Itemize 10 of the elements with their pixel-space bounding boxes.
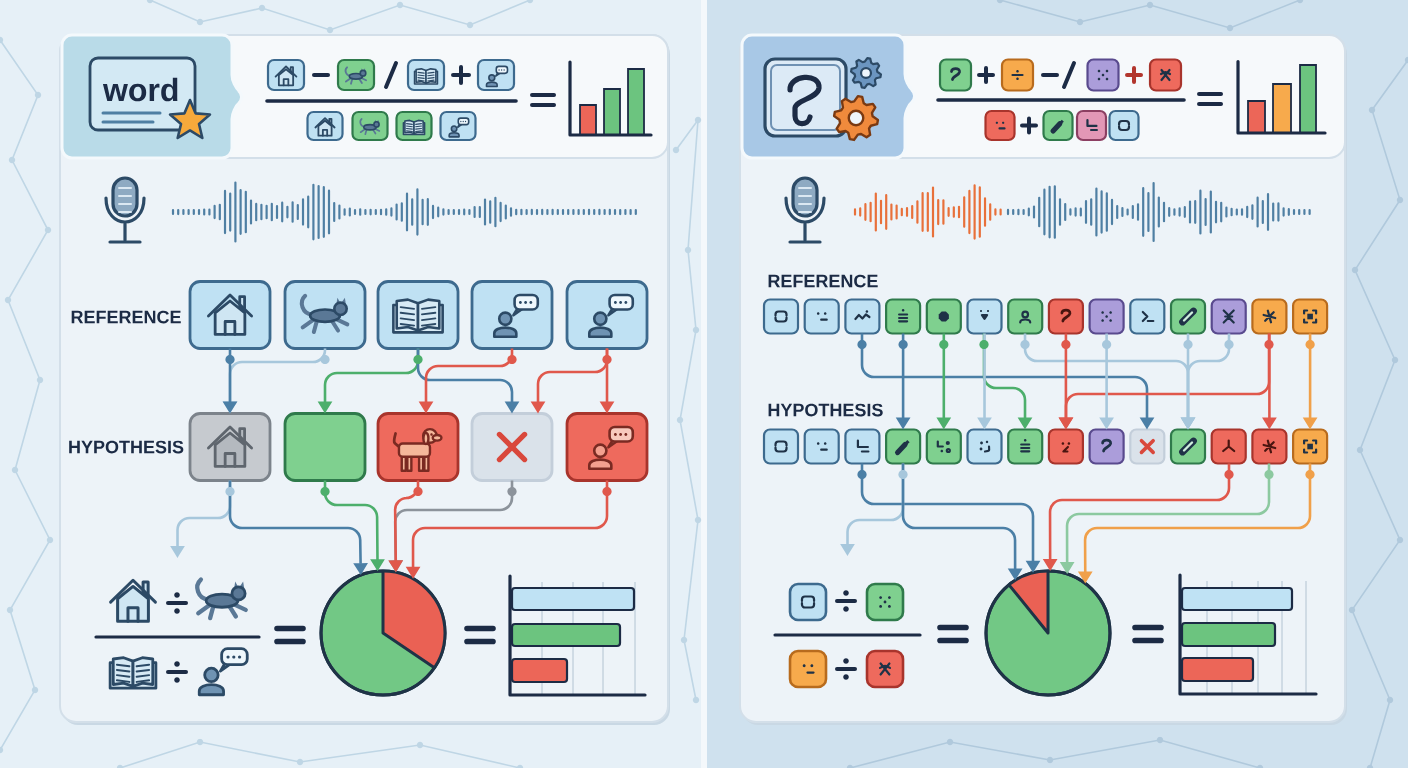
row-label: HYPOTHESIS <box>69 440 184 454</box>
pie-chart <box>319 569 447 697</box>
formula-picture <box>94 577 261 697</box>
row-label: HYPOTHESIS <box>768 403 883 417</box>
formula-picture <box>773 582 922 689</box>
row-label: REFERENCE <box>768 274 878 288</box>
document-card: word <box>88 56 197 132</box>
pie-chart <box>984 569 1112 697</box>
token-tile <box>283 412 367 482</box>
row-label: REFERENCE <box>71 310 181 324</box>
